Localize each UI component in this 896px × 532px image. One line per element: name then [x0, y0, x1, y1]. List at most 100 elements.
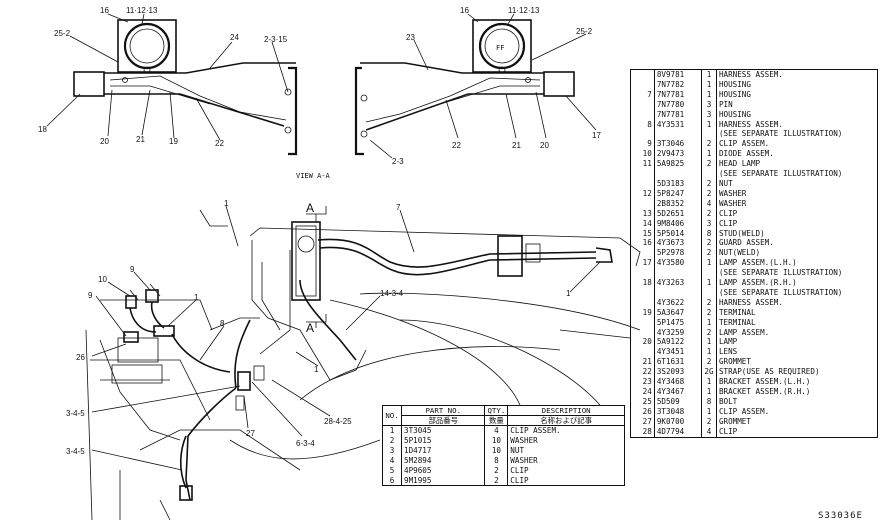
parts-cell-qty: 1	[701, 406, 717, 417]
parts-cell-ref: 11	[642, 159, 652, 169]
head-lamp-assembly-main	[291, 221, 321, 301]
parts-cell-ref	[631, 80, 655, 90]
parts-cell-ref: 24	[642, 387, 652, 396]
parts-cell-pn: 4Y3259	[653, 327, 702, 338]
callout-26: 26	[76, 353, 85, 362]
right-lamp-assembly	[354, 19, 575, 156]
parts-cell-desc: HOUSING	[715, 109, 878, 120]
left-view-leaders	[46, 13, 289, 141]
parts-cell-pn: 5D509	[653, 396, 702, 407]
parts-cell-qty: 2	[701, 327, 717, 338]
small-cell-qty: 10	[484, 445, 508, 456]
left-guard-box	[117, 19, 177, 73]
parts-cell-pn: 4Y3580	[653, 258, 702, 269]
callout-3-4-5-lower: 3-4-5	[66, 447, 85, 456]
callout-labels: 16 11·12·13 25-2 24 2-3·15 18 20 21 19 2…	[38, 6, 601, 456]
parts-cell-pn: 4Y3263	[653, 278, 702, 288]
lamp-face-label: FF	[496, 44, 504, 52]
parts-cell-ref	[631, 110, 655, 120]
parts-cell-ref	[631, 347, 655, 357]
parts-cell-ref	[631, 199, 655, 209]
parts-cell-pn: 4Y3622	[653, 297, 702, 308]
parts-cell-qty: 4	[701, 198, 717, 209]
parts-cell-qty: 2	[701, 208, 717, 219]
parts-cell-ref: 18	[642, 278, 652, 288]
right-head-lamp	[478, 22, 526, 70]
parts-cell-qty	[701, 287, 717, 298]
parts-cell-qty: 2	[701, 357, 717, 368]
parts-cell-ref: 15	[642, 228, 652, 238]
callout-1-middle: 1	[314, 365, 319, 374]
parts-cell-qty: 2	[701, 238, 717, 249]
parts-cell-qty: 1	[701, 337, 717, 348]
callout-19: 19	[169, 137, 178, 146]
parts-cell-desc: STUD(WELD)	[715, 228, 878, 239]
small-cell-desc: CLIP ASSEM.	[507, 425, 625, 436]
callout-25-2-right: 25-2	[576, 27, 593, 36]
parts-cell-qty: 1	[701, 258, 717, 269]
callout-21-left: 21	[136, 135, 145, 144]
parts-cell-pn: 8V9781	[653, 69, 702, 80]
parts-cell-pn: 9K0700	[653, 416, 702, 427]
parts-cell-qty: 4	[701, 426, 717, 438]
parts-cell-desc: HARNESS ASSEM.	[715, 69, 878, 80]
parts-cell-desc: HARNESS ASSEM.	[715, 119, 878, 130]
small-cell-no: 3	[389, 445, 395, 455]
parts-cell-ref	[631, 129, 655, 139]
small-cell-pn: 4P9605	[400, 465, 485, 476]
parts-cell-ref	[631, 169, 655, 179]
header-no: NO.	[382, 405, 402, 426]
parts-cell-pn: 4D7794	[653, 426, 702, 438]
callout-17: 17	[592, 131, 601, 140]
small-cell-pn: 5P1015	[400, 435, 485, 446]
header-description: DESCRIPTION	[507, 405, 625, 416]
parts-cell-pn: 4Y3467	[653, 387, 702, 397]
right-view-leaders	[369, 13, 597, 159]
parts-cell-pn	[653, 268, 702, 279]
parts-cell-pn	[653, 287, 702, 298]
parts-cell-ref	[631, 288, 655, 298]
parts-cell-pn: 2B8352	[653, 198, 702, 209]
parts-cell-ref: 20	[642, 337, 652, 347]
parts-cell-pn: 4Y3468	[653, 377, 702, 387]
callout-1-left: 1	[194, 293, 199, 302]
small-cell-qty: 8	[484, 455, 508, 466]
small-cell-no: 2	[389, 435, 395, 445]
parts-cell-desc: (SEE SEPARATE ILLUSTRATION)	[715, 169, 878, 179]
callout-3-4-5-upper: 3-4-5	[66, 409, 85, 418]
callout-23: 23	[406, 33, 415, 42]
small-cell-desc: CLIP	[507, 465, 625, 476]
parts-cell-qty: 1	[701, 347, 717, 358]
parts-cell-desc: TERMINAL	[715, 307, 878, 318]
parts-cell-desc: BOLT	[715, 396, 878, 407]
small-cell-qty: 2	[484, 475, 508, 486]
parts-cell-pn: 6T1631	[653, 357, 702, 368]
parts-cell-qty: 2	[701, 159, 717, 170]
parts-cell-desc: GROMMET	[715, 357, 878, 368]
parts-cell-ref: 14	[642, 218, 652, 228]
parts-cell-qty: 2	[701, 178, 717, 189]
parts-cell-desc: LENS	[715, 347, 878, 358]
parts-cell-desc: GUARD ASSEM.	[715, 238, 878, 249]
small-cell-pn: 5M2894	[400, 455, 485, 466]
parts-cell-qty: 1	[701, 387, 717, 397]
parts-cell-desc: (SEE SEPARATE ILLUSTRATION)	[715, 287, 878, 298]
parts-cell-ref: 27	[642, 416, 652, 426]
parts-cell-desc: LAMP ASSEM.(R.H.)	[715, 278, 878, 288]
